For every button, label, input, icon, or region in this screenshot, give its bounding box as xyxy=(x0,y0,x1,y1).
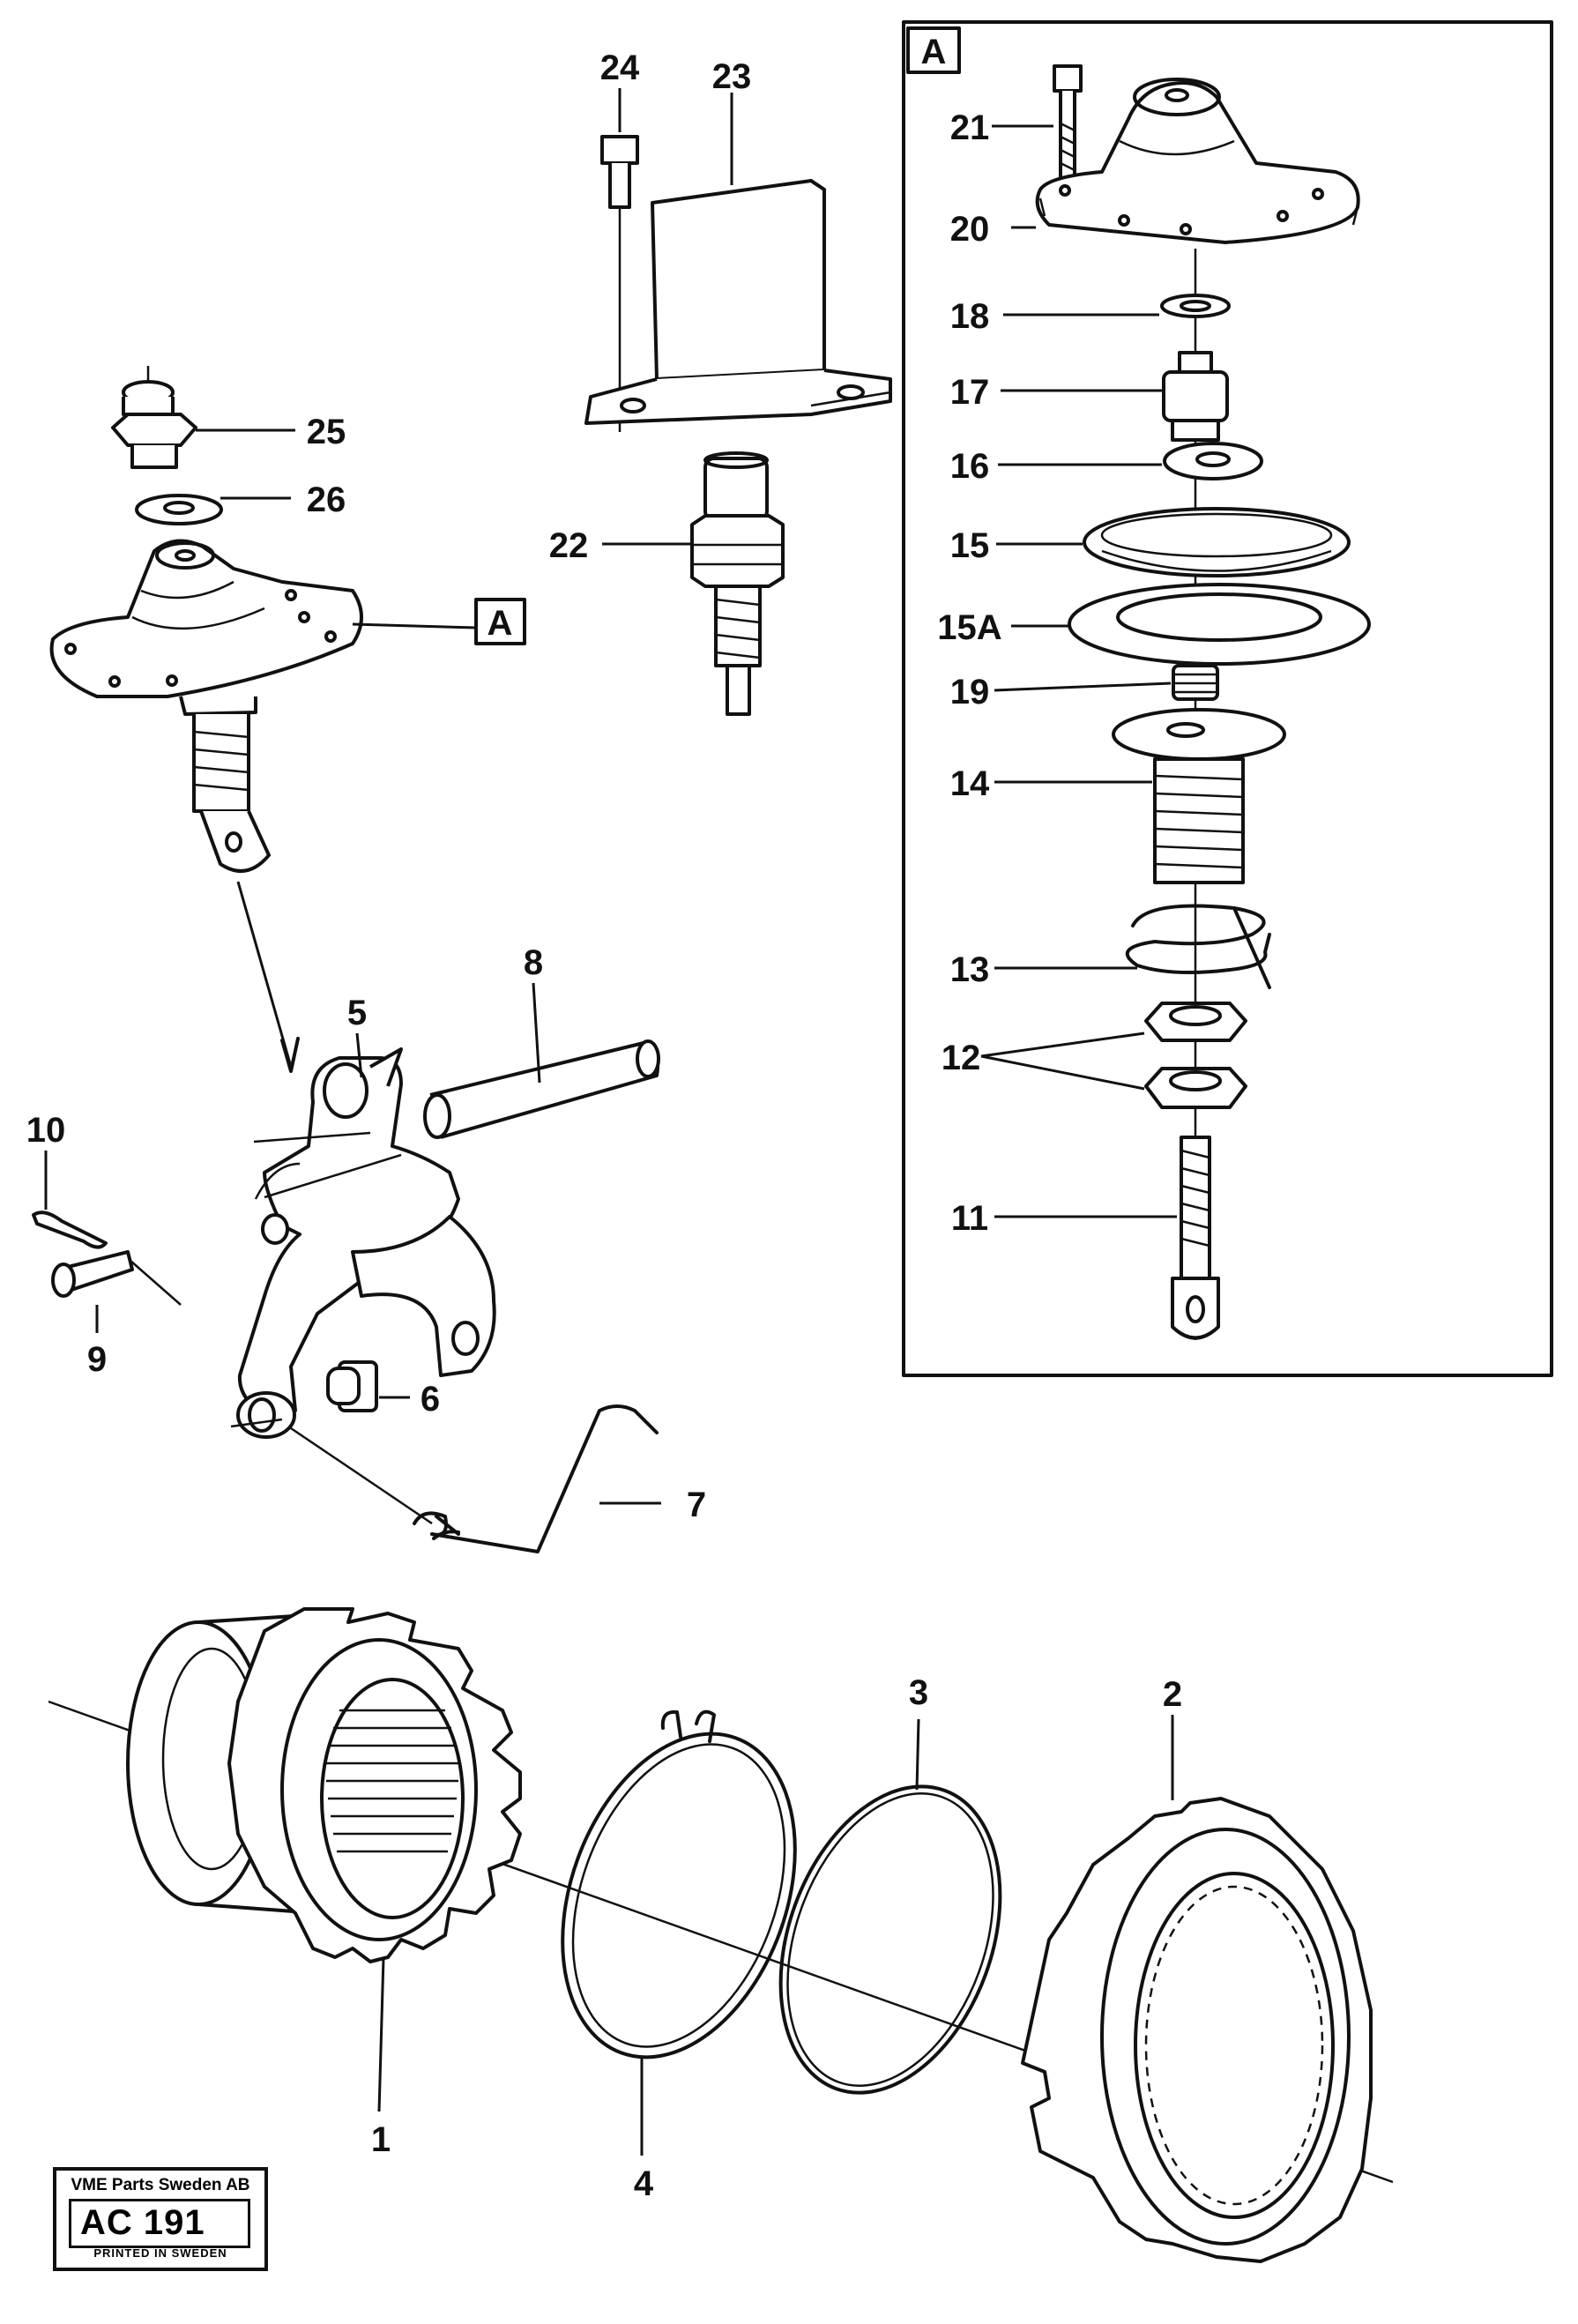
part-15a-ring xyxy=(1068,583,1371,666)
part-22-sensor xyxy=(690,451,785,716)
bottom-leaders xyxy=(377,1715,1174,2156)
part-17-valve xyxy=(1162,351,1229,442)
part-20-cover xyxy=(1035,78,1360,244)
part-11-eye-bolt xyxy=(1171,1136,1220,1340)
part-5-shift-fork xyxy=(236,1047,496,1439)
left-housing-leaders xyxy=(196,428,477,1073)
detail-box-label: A xyxy=(921,33,947,71)
callout-24: 24 xyxy=(600,48,640,87)
left-housing-body xyxy=(49,539,363,873)
part-4-circlip xyxy=(561,1709,797,2060)
part-2-ring-gear xyxy=(1021,1797,1373,2263)
callout-26: 26 xyxy=(307,480,346,519)
callout-12: 12 xyxy=(942,1039,981,1077)
callout-2: 2 xyxy=(1163,1675,1182,1714)
callout-6: 6 xyxy=(421,1380,440,1419)
part-8-pin xyxy=(423,1039,660,1139)
part-7-spring-wire xyxy=(290,1404,659,1553)
callout-13: 13 xyxy=(950,950,990,989)
part-25-fitting xyxy=(111,366,197,469)
callout-21: 21 xyxy=(950,108,990,147)
callout-15a: 15A xyxy=(937,608,1001,647)
stamp-code: AC 191 xyxy=(80,2203,205,2242)
callout-14: 14 xyxy=(950,764,990,803)
callout-9: 9 xyxy=(87,1340,107,1379)
part-6-pad xyxy=(326,1360,378,1412)
callout-20: 20 xyxy=(950,210,990,249)
part-3-ring xyxy=(778,1784,1002,2095)
callout-18: 18 xyxy=(950,297,990,336)
stamp-company: VME Parts Sweden AB xyxy=(71,2176,250,2194)
callout-22: 22 xyxy=(549,526,589,565)
part-26-washer xyxy=(135,494,223,525)
part-12-nuts xyxy=(1144,1002,1247,1109)
part-16-washer xyxy=(1163,442,1263,480)
callout-1: 1 xyxy=(371,2120,391,2159)
part-23-bracket xyxy=(584,179,892,425)
callout-16: 16 xyxy=(950,447,990,486)
part-14-sleeve xyxy=(1112,708,1286,884)
fork-leaders xyxy=(44,982,661,1505)
part-15-diaphragm xyxy=(1083,507,1351,577)
part-9-pin xyxy=(51,1250,182,1306)
part-13-spring xyxy=(1125,904,1271,989)
part-10-cotter-pin xyxy=(32,1210,108,1249)
callout-8: 8 xyxy=(524,943,543,982)
callout-5: 5 xyxy=(347,994,367,1032)
callout-19: 19 xyxy=(950,673,990,711)
callout-23: 23 xyxy=(712,57,752,96)
callout-17: 17 xyxy=(950,373,990,412)
part-18-washer xyxy=(1160,294,1231,318)
callout-15: 15 xyxy=(950,526,990,565)
stamp-code-frame: AC 191 xyxy=(69,2199,250,2248)
detail-leader-lines xyxy=(980,124,1177,1218)
callout-10: 10 xyxy=(26,1111,66,1150)
callout-25: 25 xyxy=(307,413,346,451)
callout-7: 7 xyxy=(687,1486,706,1524)
part-21-bolt xyxy=(1053,64,1083,187)
part-1-sleeve xyxy=(126,1607,522,1963)
top-center-leaders xyxy=(602,88,733,546)
callout-3: 3 xyxy=(909,1673,928,1712)
publisher-stamp: VME Parts Sweden AB AC 191 PRINTED IN SW… xyxy=(53,2167,268,2271)
ref-box-a: A xyxy=(474,598,526,645)
callout-4: 4 xyxy=(634,2164,654,2203)
callout-11: 11 xyxy=(951,1199,988,1238)
svg-text:A: A xyxy=(488,604,513,643)
detail-frame-a: A xyxy=(902,20,1553,1377)
stamp-printed: PRINTED IN SWEDEN xyxy=(93,2246,227,2260)
